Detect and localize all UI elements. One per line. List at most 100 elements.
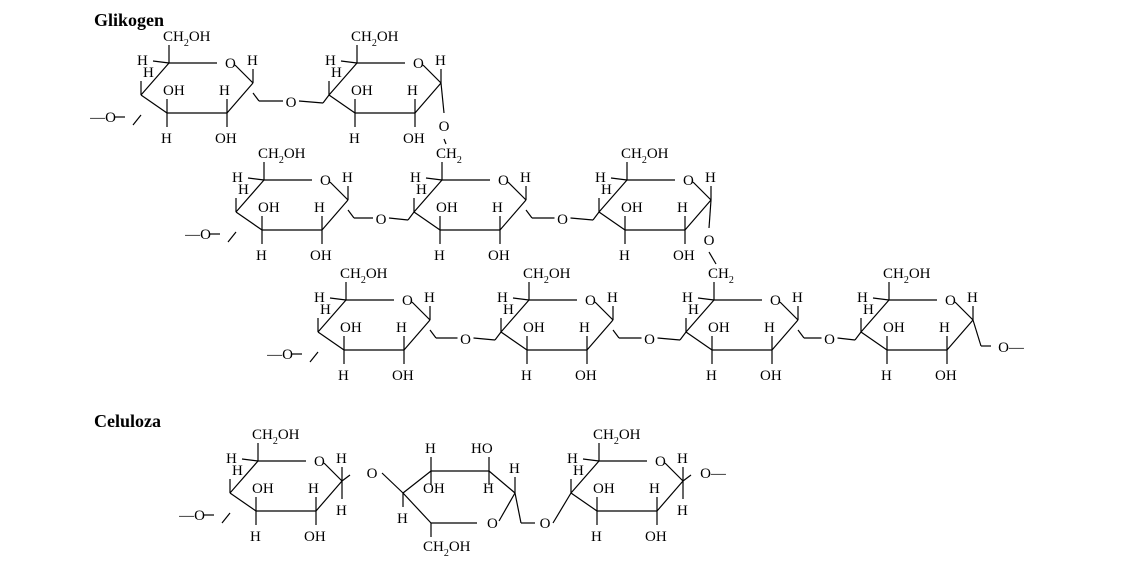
bond-line <box>552 492 572 524</box>
oh-label: OH <box>523 320 545 336</box>
h-label: H <box>607 290 618 306</box>
bond-line <box>500 299 530 333</box>
bond-line <box>656 480 684 512</box>
h-label: H <box>682 290 693 306</box>
bond-line <box>235 179 265 213</box>
ch2oh-group-label: CH2OH <box>351 29 399 49</box>
bond-line <box>402 470 432 494</box>
h-label: H <box>342 170 353 186</box>
h-label: H <box>483 481 494 497</box>
h-label: H <box>424 290 435 306</box>
oh-label: OH <box>760 368 782 384</box>
branch-oxygen-label: O <box>704 233 715 249</box>
bond-line <box>664 462 684 482</box>
oh-label: OH <box>708 320 730 336</box>
bond-line <box>837 337 856 341</box>
h-label: H <box>226 451 237 467</box>
h-label: H <box>497 290 508 306</box>
h-label: H <box>314 200 325 216</box>
h-label: H <box>863 302 874 318</box>
glycosidic-oxygen-label: O <box>824 332 835 348</box>
bond-line <box>429 329 437 339</box>
oh-label: OH <box>215 131 237 147</box>
chain-end-left-label: —O <box>184 227 211 243</box>
h-label: H <box>706 368 717 384</box>
oh-label: OH <box>593 481 615 497</box>
h-label: H <box>967 290 978 306</box>
bond-line <box>594 301 614 321</box>
bond-line <box>679 331 687 341</box>
h-label: H <box>792 290 803 306</box>
h-label: H <box>219 83 230 99</box>
bond-line <box>328 62 358 96</box>
oh-label: OH <box>575 368 597 384</box>
bond-line <box>422 64 442 84</box>
ch2oh-group-label: CH2OH <box>621 146 669 166</box>
h-label: H <box>881 368 892 384</box>
bond-line <box>771 319 799 351</box>
bond-line <box>507 181 527 201</box>
oh-label: OH <box>883 320 905 336</box>
glycosidic-oxygen-label: O <box>286 95 297 111</box>
bond-line <box>315 480 343 512</box>
bond-line <box>946 319 974 351</box>
oh-label: OH <box>488 248 510 264</box>
bond-line <box>610 177 628 181</box>
bond-line <box>229 492 257 512</box>
h-label: H <box>308 481 319 497</box>
bond-line <box>512 297 530 301</box>
h-label: H <box>325 53 336 69</box>
bond-line <box>341 474 351 482</box>
bond-line <box>152 60 170 64</box>
bond-line <box>321 199 349 231</box>
bond-line <box>132 114 142 126</box>
bond-line <box>570 460 600 494</box>
bond-line <box>598 211 626 231</box>
ring-oxygen-label: O <box>498 173 509 189</box>
bond-line <box>708 199 712 229</box>
bond-line <box>140 94 168 114</box>
bond-line <box>317 299 347 333</box>
h-label: H <box>314 290 325 306</box>
h-label: H <box>579 320 590 336</box>
bond-line <box>252 92 260 102</box>
h-label: H <box>595 170 606 186</box>
oh-label: OH <box>351 83 373 99</box>
ho-label: HO <box>471 441 493 457</box>
h-label: H <box>677 451 688 467</box>
bond-line <box>582 458 600 462</box>
ring-oxygen-label: O <box>225 56 236 72</box>
h-label: H <box>336 451 347 467</box>
bond-line <box>411 301 431 321</box>
h-label: H <box>573 463 584 479</box>
h-label: H <box>619 248 630 264</box>
bond-line <box>514 492 522 524</box>
h-label: H <box>232 170 243 186</box>
h-label: H <box>338 368 349 384</box>
glycosidic-oxygen-label: O <box>460 332 471 348</box>
bond-line <box>328 94 356 114</box>
glycogen-title: Glikogen <box>94 10 164 30</box>
bond-line <box>657 337 681 341</box>
oh-label: OH <box>340 320 362 336</box>
bond-line <box>221 512 231 524</box>
oh-label: OH <box>935 368 957 384</box>
h-label: H <box>764 320 775 336</box>
ch2-group-label: CH2 <box>436 146 462 166</box>
bond-line <box>797 329 805 339</box>
ring-oxygen-label: O <box>402 293 413 309</box>
bond-line <box>388 217 409 221</box>
h-label: H <box>567 451 578 467</box>
bond-line <box>309 351 319 363</box>
bond-line <box>570 492 598 512</box>
h-label: H <box>416 182 427 198</box>
ring-oxygen-label: O <box>683 173 694 189</box>
bond-line <box>682 474 692 482</box>
ch2-group-label: CH2 <box>708 266 734 286</box>
bond-line <box>854 331 862 341</box>
h-label: H <box>601 182 612 198</box>
bond-line <box>322 94 330 104</box>
bond-line <box>381 472 404 494</box>
glycosidic-oxygen-label: O <box>644 332 655 348</box>
